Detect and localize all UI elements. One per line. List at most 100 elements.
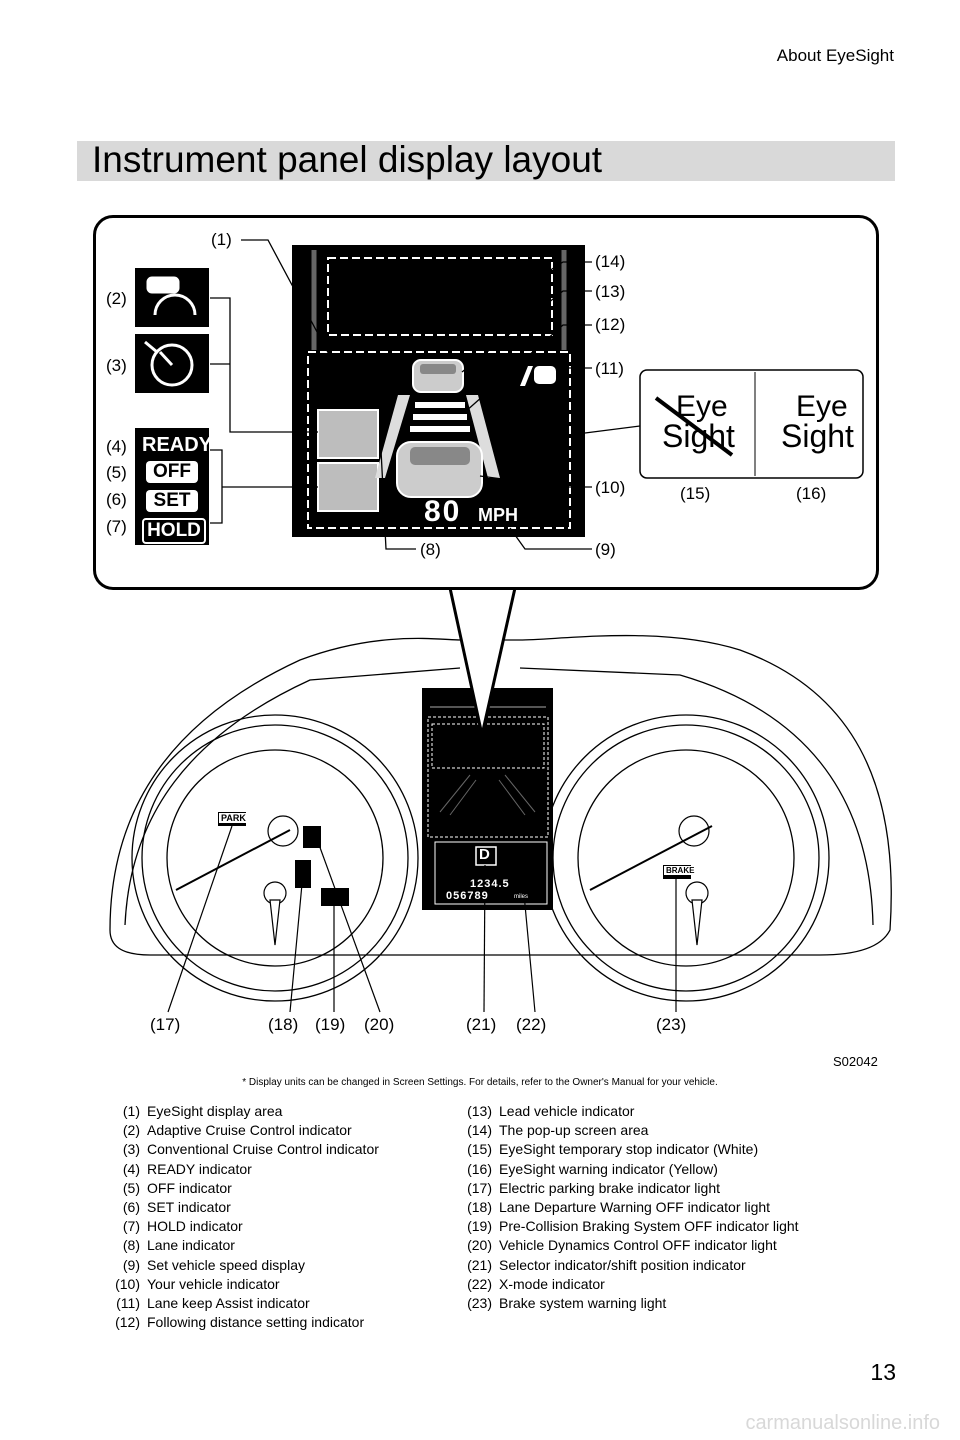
trip-value: 1234.5 (470, 878, 510, 890)
callout-11: (11) (595, 359, 624, 378)
callout-17: (17) (150, 1015, 181, 1034)
legend-row: (16) EyeSight warning indicator (Yellow) (452, 1160, 799, 1179)
callout-9: (9) (595, 540, 616, 559)
callout-15: (15) (680, 484, 711, 503)
callout-21: (21) (466, 1015, 497, 1034)
page-number: 13 (870, 1359, 896, 1385)
legend-row: (4) READY indicator (100, 1160, 379, 1179)
callout-22: (22) (516, 1015, 547, 1034)
legend-number: (1) (122, 1103, 140, 1119)
legend-text: EyeSight temporary stop indicator (White… (499, 1141, 759, 1158)
legend-number: (4) (122, 1160, 140, 1177)
legend-left: (1) EyeSight display area (2) Adaptive Crui… (100, 1102, 379, 1332)
odometer-unit: miles (514, 894, 529, 900)
callout-16: (16) (796, 484, 827, 503)
legend-text: Your vehicle indicator (147, 1275, 280, 1292)
legend-row: (17) Electric parking brake indicator lig… (452, 1179, 799, 1198)
set-indicator: SET (146, 490, 198, 512)
legend-row: (20) Vehicle Dynamics Control OFF indicat… (452, 1236, 799, 1255)
brake-indicator-label: BRAKE (664, 866, 697, 875)
legend-text: The pop-up screen area (499, 1122, 649, 1139)
legend-text: HOLD indicator (147, 1218, 243, 1235)
legend-text: Following distance setting indicator (147, 1314, 365, 1331)
footnote: * Display units can be changed in Screen… (242, 1077, 718, 1088)
eyesight-stop-logo-line2: Sight (662, 418, 735, 454)
legend-text: Selector indicator/shift position indica… (499, 1256, 746, 1273)
legend-number: (23) (467, 1295, 492, 1312)
legend-text: EyeSight display area (147, 1103, 283, 1119)
legend-number: (8) (122, 1237, 140, 1254)
callout-2: (2) (106, 289, 127, 308)
legend-text: Pre-Collision Braking System OFF indicat… (499, 1218, 799, 1235)
legend-right: (13)Lead vehicle indicator(14)The pop-up… (452, 1102, 799, 1313)
callout-7: (7) (106, 517, 127, 536)
legend-row: (15)EyeSight temporary stop indicator (W… (452, 1140, 799, 1159)
title-banner (77, 141, 895, 181)
legend-number: (16) (467, 1160, 492, 1177)
legend-text: SET indicator (147, 1199, 231, 1216)
callout-19: (19) (315, 1015, 346, 1034)
park-indicator-label: PARK (219, 813, 248, 823)
legend-row: (21)Selector indicator/shift position in… (452, 1256, 799, 1275)
legend-row: (19) Pre-Collision Braking System OFF ind… (452, 1217, 799, 1236)
legend-text: Lane keep Assist indicator (147, 1295, 310, 1312)
legend-text: OFF indicator (147, 1179, 232, 1196)
callout-5: (5) (106, 463, 127, 482)
legend-text: Brake system warning light (499, 1295, 667, 1312)
legend-text: Electric parking brake indicator light (499, 1179, 720, 1196)
ready-indicator: READY (142, 434, 213, 456)
figure-code: S02042 (833, 1054, 878, 1069)
legend-number: (12) (115, 1314, 140, 1331)
legend-number: (20) (467, 1237, 492, 1254)
legend-number: (5) (122, 1179, 140, 1196)
legend-row: (22) X-mode indicator (452, 1275, 799, 1294)
legend-text: EyeSight warning indicator (Yellow) (499, 1160, 718, 1177)
legend-row: (14) The pop-up screen area (452, 1121, 799, 1140)
legend-number: (3) (122, 1141, 140, 1158)
page-title: Instrument panel display layout (92, 139, 603, 180)
callout-6: (6) (106, 490, 127, 509)
callout-23: (23) (656, 1015, 687, 1034)
eyesight-warning-logo-line2: Sight (781, 418, 854, 454)
legend-text: Conventional Cruise Control indicator (147, 1141, 379, 1158)
legend-text: Lane Departure Warning OFF indicator lig… (499, 1199, 771, 1216)
legend-text: Adaptive Cruise Control indicator (147, 1122, 352, 1139)
watermark: carmanualsonline.info (745, 1412, 940, 1434)
legend-number: (2) (122, 1122, 140, 1139)
legend-row: (8) Lane indicator (100, 1236, 379, 1255)
legend-row: (12) Following distance setting indicator (100, 1313, 379, 1332)
legend-text: READY indicator (147, 1160, 252, 1177)
legend-number: (14) (467, 1122, 492, 1139)
legend-number: (10) (115, 1275, 140, 1292)
legend-number: (7) (122, 1218, 140, 1235)
eyesight-stop-logo-line1: Eye (676, 390, 728, 423)
legend-text: X-mode indicator (499, 1275, 605, 1292)
callout-3: (3) (106, 356, 127, 375)
legend-row: (7) HOLD indicator (100, 1217, 379, 1236)
legend-row: (11) Lane keep Assist indicator (100, 1294, 379, 1313)
odometer-value: 056789 (446, 890, 489, 902)
callout-10: (10) (595, 478, 626, 497)
legend-number: (18) (467, 1199, 492, 1216)
set-speed-unit: MPH (478, 505, 518, 525)
legend-number: (19) (467, 1218, 492, 1235)
legend-number: (17) (467, 1179, 492, 1196)
legend-row: (1) EyeSight display area (100, 1102, 379, 1121)
callout-4: (4) (106, 437, 127, 456)
legend-row: (3) Conventional Cruise Control indicator (100, 1140, 379, 1159)
legend-row: (2) Adaptive Cruise Control indicator (100, 1121, 379, 1140)
legend-number: (9) (122, 1256, 140, 1273)
legend-number: (22) (467, 1275, 492, 1292)
gear-indicator: D (479, 846, 490, 863)
off-indicator: OFF (146, 461, 198, 483)
legend-number: (13) (467, 1103, 492, 1119)
legend-number: (6) (122, 1199, 140, 1216)
legend-text: Vehicle Dynamics Control OFF indicator l… (499, 1237, 777, 1254)
callout-12: (12) (595, 315, 626, 334)
callout-20: (20) (364, 1015, 395, 1034)
legend-number: (11) (116, 1295, 140, 1312)
legend-text: Lane indicator (147, 1237, 235, 1254)
legend-row: (9)Set vehicle speed display (100, 1256, 379, 1275)
